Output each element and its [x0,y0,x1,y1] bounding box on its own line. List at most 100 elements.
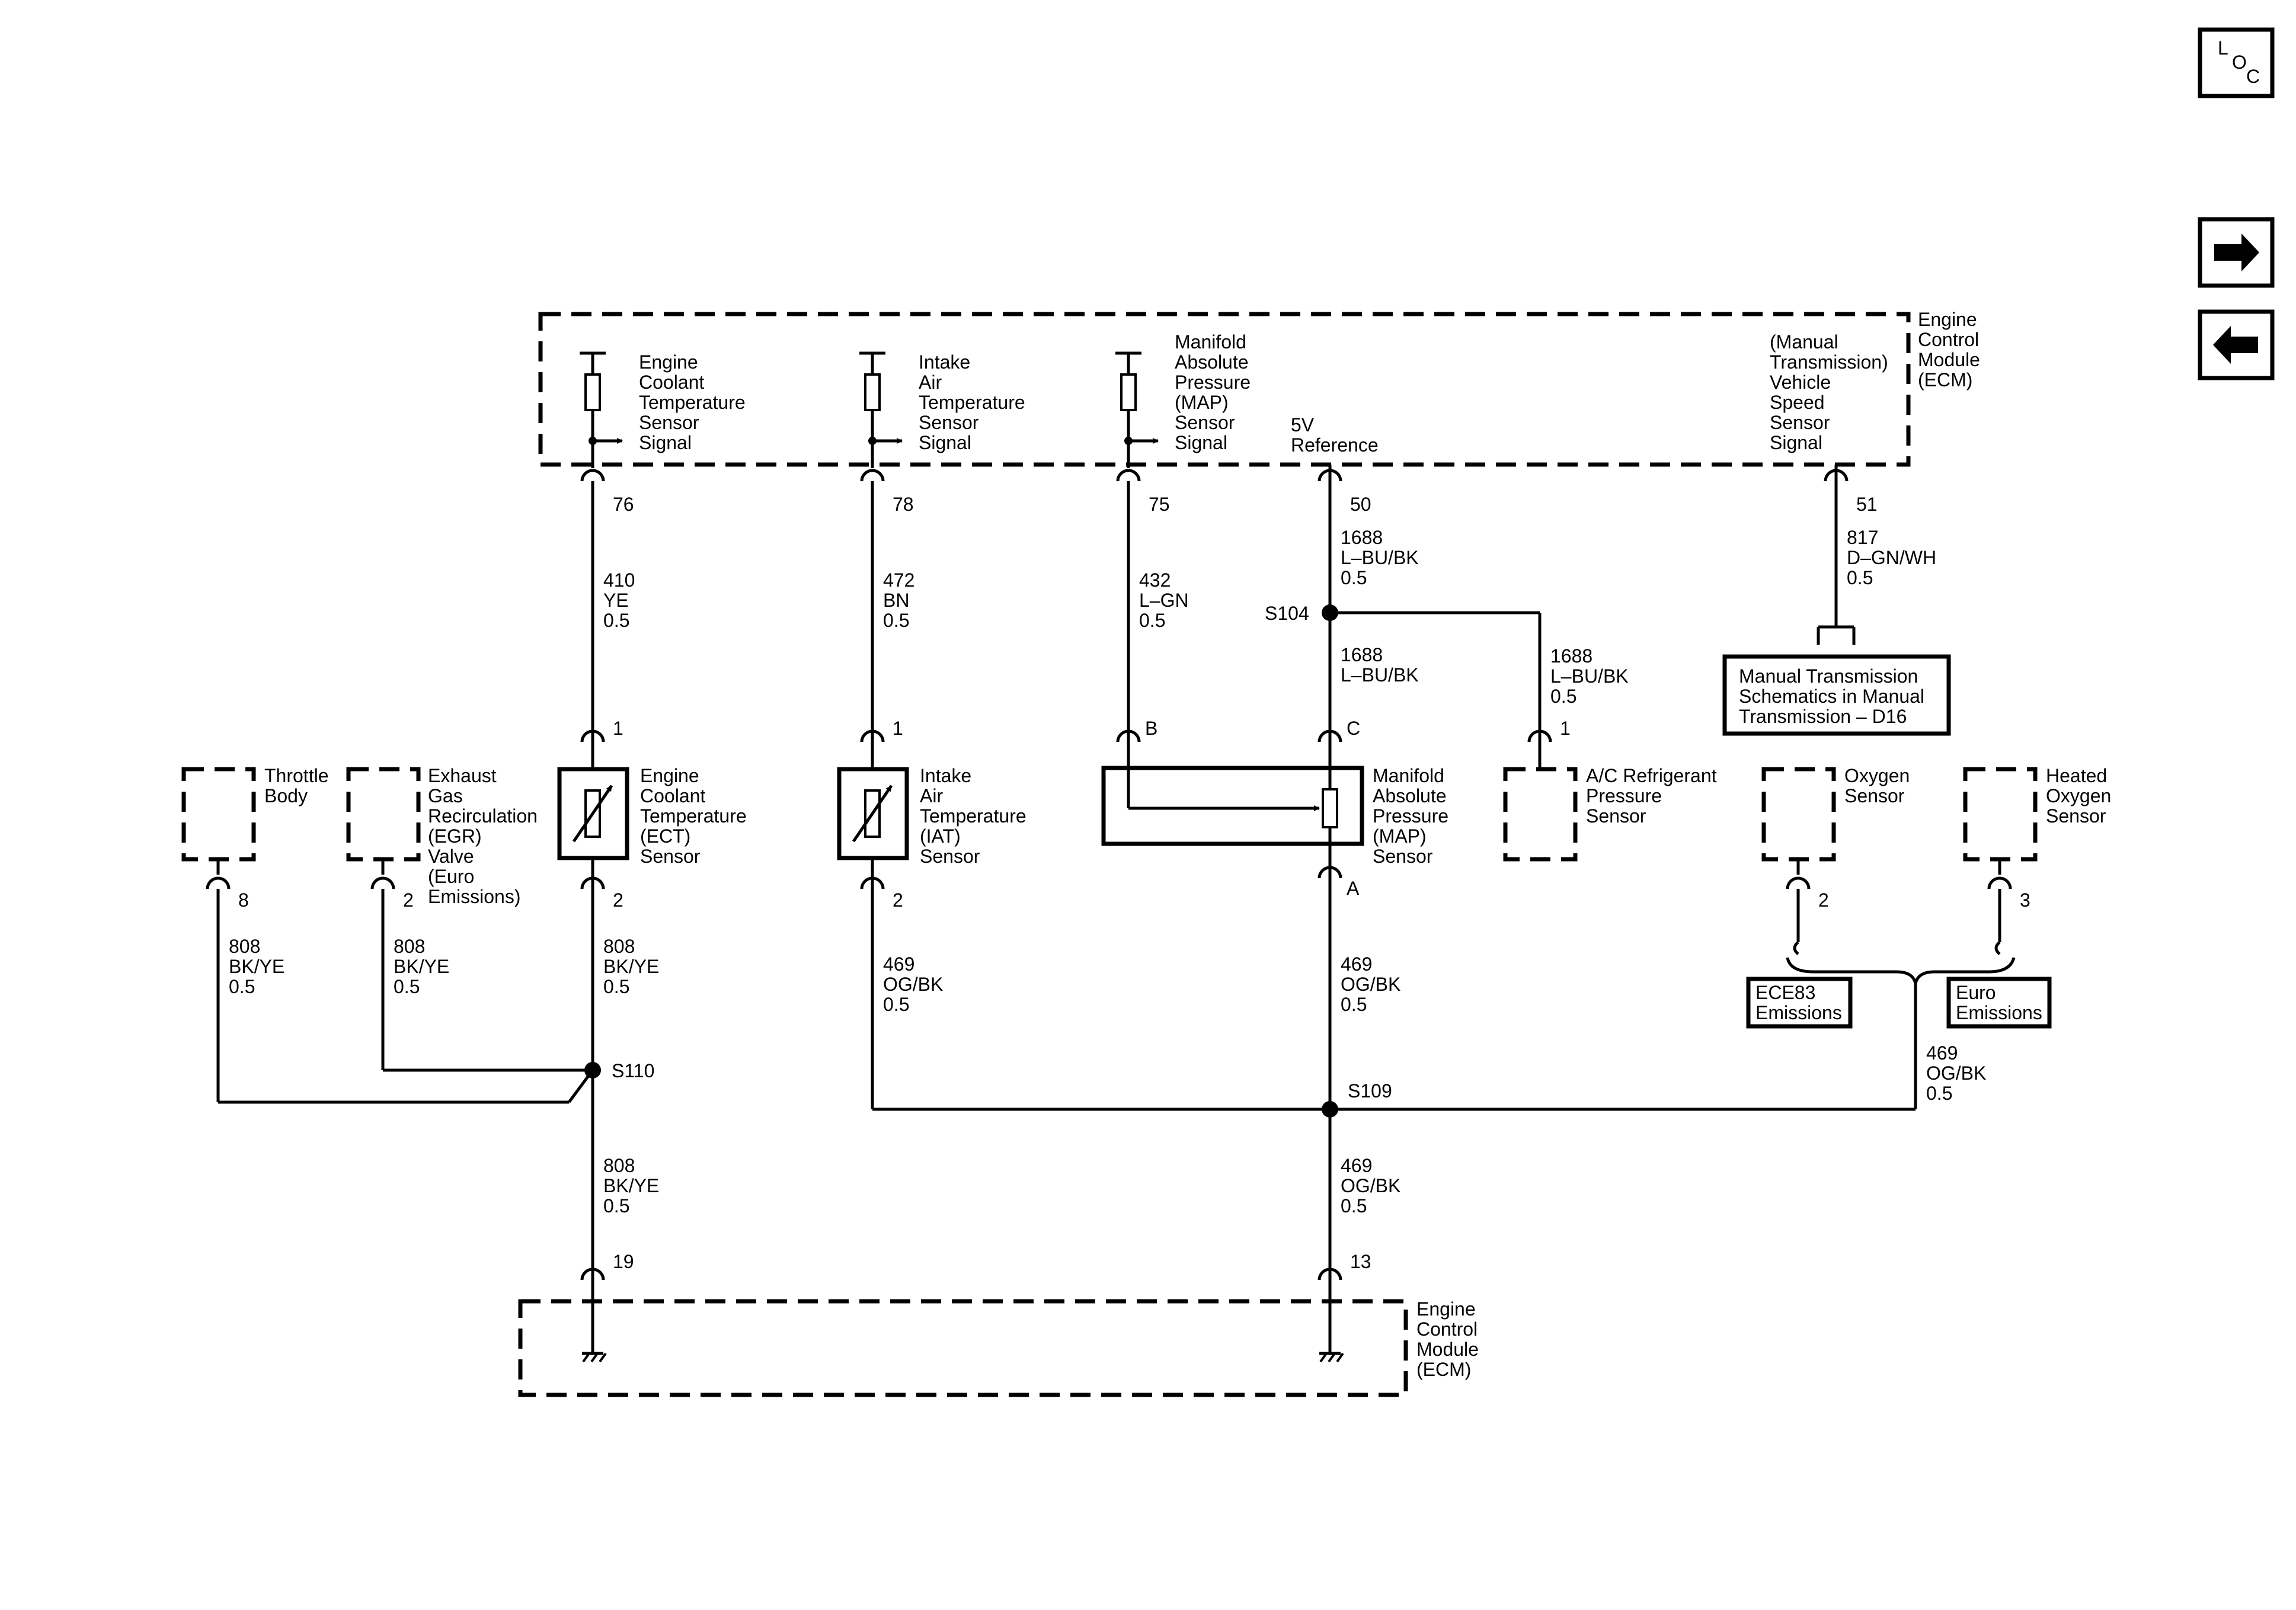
splice-s110-label: S110 [612,1060,654,1081]
svg-text:Temperature: Temperature [919,392,1025,413]
heated-oxygen-sensor-label: Heated Oxygen Sensor [2046,765,2111,827]
svg-text:(EGR): (EGR) [428,825,482,847]
svg-text:Intake: Intake [919,351,970,373]
svg-text:Manifold: Manifold [1373,765,1444,786]
ref5v-label: 5V Reference [1291,414,1379,456]
prev-page-button[interactable] [2198,309,2275,380]
svg-text:(Euro: (Euro [428,866,474,887]
svg-text:Control: Control [1416,1318,1478,1340]
svg-text:Pressure: Pressure [1373,805,1448,827]
egr-valve [346,767,421,862]
wire-808-egr-label: 808 BK/YE 0.5 [394,936,449,997]
iat-sensor-label: Intake Air Temperature (IAT) Sensor [920,765,1027,867]
svg-text:Oxygen: Oxygen [1844,765,1910,786]
svg-text:Sensor: Sensor [2046,805,2106,827]
svg-text:0.5: 0.5 [603,1195,629,1217]
wire-1688-a-label: 1688 L–BU/BK 0.5 [1341,527,1419,588]
svg-text:Oxygen: Oxygen [2046,785,2111,806]
arrow-right-icon [2214,233,2259,271]
svg-text:Sensor: Sensor [1175,412,1235,433]
svg-text:Speed: Speed [1770,392,1825,413]
ecm-ect-input [580,351,623,468]
wire-469-iat-label: 469 OG/BK 0.5 [883,953,943,1015]
ect-pin-1: 1 [613,718,623,739]
svg-text:OG/BK: OG/BK [883,974,943,995]
oxygen-sensor [1761,767,1836,862]
svg-text:Transmission): Transmission) [1770,351,1888,373]
svg-text:432: 432 [1139,569,1171,591]
wire-469-o2-label: 469 OG/BK 0.5 [1926,1042,1986,1104]
pin-51: 51 [1856,494,1878,515]
svg-text:(ECT): (ECT) [640,825,690,847]
svg-text:Module: Module [1918,349,1980,370]
svg-text:Euro: Euro [1956,982,1996,1003]
svg-text:Vehicle: Vehicle [1770,372,1831,393]
svg-text:Sensor: Sensor [919,412,979,433]
svg-text:Sensor: Sensor [1844,785,1905,806]
iat-signal-label: Intake Air Temperature Sensor Signal [919,351,1025,453]
oxygen-sensor-label: Oxygen Sensor [1844,765,1910,806]
svg-text:L–GN: L–GN [1139,590,1189,611]
iat-pin-1: 1 [893,718,903,739]
wire-472-label: 472 BN 0.5 [883,569,914,631]
svg-text:OG/BK: OG/BK [1926,1062,1986,1084]
map-pin-a: A [1347,878,1360,899]
svg-text:Temperature: Temperature [920,805,1027,827]
wire-469-map-label: 469 OG/BK 0.5 [1341,953,1400,1015]
ecm-pin-13: 13 [1350,1251,1371,1272]
svg-text:808: 808 [603,1155,635,1176]
svg-text:Temperature: Temperature [639,392,746,413]
ecm-pin-19: 19 [613,1251,634,1272]
splice-s109-label: S109 [1348,1080,1392,1102]
svg-text:BK/YE: BK/YE [603,956,659,977]
iat-pin-2: 2 [893,889,903,911]
svg-text:808: 808 [603,936,635,957]
next-page-button[interactable] [2198,217,2275,288]
throttle-pin: 8 [238,889,249,911]
svg-text:Intake: Intake [920,765,971,786]
wire-817-label: 817 D–GN/WH 0.5 [1847,527,1936,588]
ect-sensor-label: Engine Coolant Temperature (ECT) Sensor [640,765,747,867]
svg-text:Emissions: Emissions [1755,1002,1842,1023]
svg-text:Body: Body [264,785,308,806]
svg-text:Transmission – D16: Transmission – D16 [1739,706,1907,727]
svg-text:Schematics in Manual: Schematics in Manual [1739,686,1924,707]
svg-text:Sensor: Sensor [1770,412,1830,433]
ecm-map-input [1115,351,1159,468]
egr-valve-label: Exhaust Gas Recirculation (EGR) Valve (E… [428,765,538,907]
ect-pin-2: 2 [613,889,623,911]
svg-text:1688: 1688 [1341,527,1383,548]
svg-text:0.5: 0.5 [883,994,909,1015]
manual-transmission-note[interactable] [1722,654,1951,736]
svg-text:0.5: 0.5 [1926,1083,1952,1104]
svg-text:Signal: Signal [919,432,971,453]
euro-emissions-note [1946,977,2052,1029]
svg-text:Temperature: Temperature [640,805,747,827]
heated-oxygen-sensor-pin: 3 [2020,889,2030,911]
svg-text:469: 469 [1341,1155,1372,1176]
svg-text:YE: YE [603,590,629,611]
svg-text:Sensor: Sensor [640,846,701,867]
svg-text:Gas: Gas [428,785,463,806]
svg-text:Signal: Signal [1770,432,1822,453]
wire-808-ect-label: 808 BK/YE 0.5 [603,936,659,997]
svg-text:Reference: Reference [1291,434,1379,456]
wire-469-gnd-label: 469 OG/BK 0.5 [1341,1155,1400,1217]
egr-pin: 2 [403,889,414,911]
svg-text:0.5: 0.5 [603,610,629,631]
map-pin-b: B [1145,718,1157,739]
svg-text:0.5: 0.5 [1341,1195,1367,1217]
loc-button[interactable]: L O C [2198,27,2275,98]
ecm-bottom-module [518,1299,1408,1397]
svg-text:1688: 1688 [1550,645,1593,667]
svg-text:ECE83: ECE83 [1755,982,1815,1003]
option-brace [1786,957,2016,984]
svg-text:Pressure: Pressure [1175,372,1251,393]
svg-text:Exhaust: Exhaust [428,765,497,786]
svg-text:D–GN/WH: D–GN/WH [1847,547,1936,568]
svg-text:(MAP): (MAP) [1175,392,1229,413]
svg-text:(IAT): (IAT) [920,825,961,847]
svg-text:OG/BK: OG/BK [1341,1175,1400,1196]
iat-sensor [837,729,909,889]
